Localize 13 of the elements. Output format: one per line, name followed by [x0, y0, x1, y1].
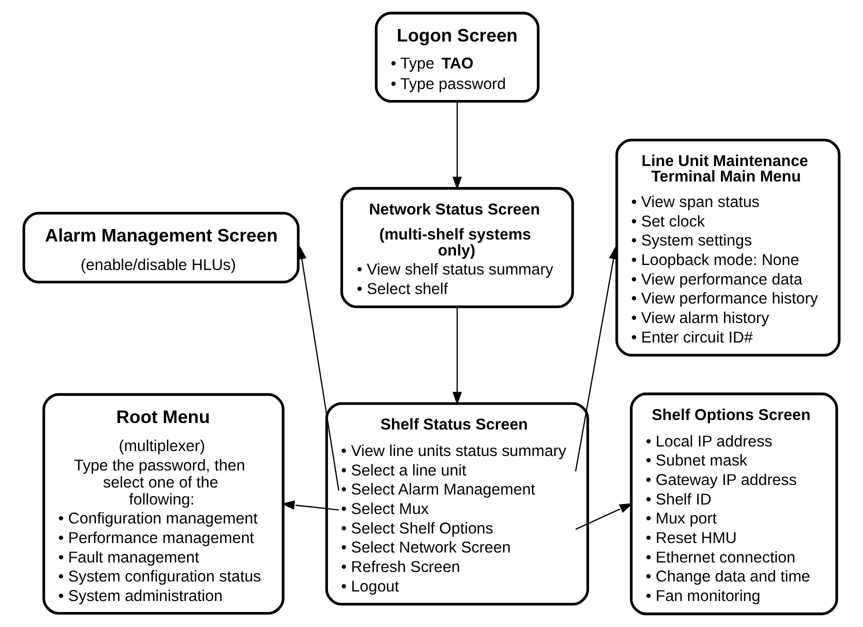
node-box: Network Status Screen (multi-shelf systems only) • View shelf status summary • Select shelf: [340, 187, 574, 308]
node-box: Shelf Status Screen • View line units status summary • Select a line unit • Select Alarm Management • Select Mux • Select Shelf Options • Select Network Screen • Refresh Screen • Logout: [325, 402, 590, 606]
node-box: Shelf Options Screen • Local IP address • Subnet mask • Gateway IP address • Shelf ID • Mux port • Reset HMU • Ethernet connection • Change data and time • Fan monitoring: [630, 392, 838, 616]
node-box: Root Menu (multiplexer) Type the password, then select one of the following: • Configuration management • Performance management • Fault management • System configuration status • System administration: [42, 393, 284, 615]
node-box: Logon Screen • Type TAO • Type password: [374, 12, 540, 103]
arrow: [281, 500, 339, 511]
node-box: Alarm Management Screen (enable/disable HLUs): [22, 212, 300, 284]
arrow: [575, 503, 633, 530]
node-box: Line Unit Maintenance Terminal Main Menu • View span status • Set clock • System settings • Loopback mode: None • View performance data • View performance history • View alarm history • Enter circuit ID#: [615, 138, 840, 357]
arrow: [452, 102, 462, 190]
arrow: [575, 246, 618, 472]
arrow: [452, 307, 462, 406]
arrow: [297, 246, 340, 491]
